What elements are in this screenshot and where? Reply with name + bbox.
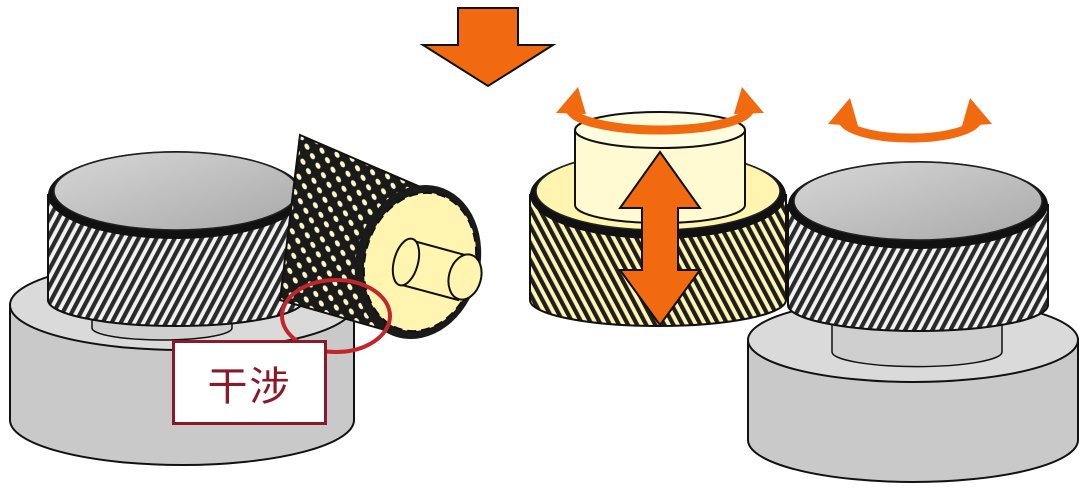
interference-circle [280, 278, 392, 354]
double-vertical-arrow-icon [618, 150, 702, 327]
interference-label: 干涉 [207, 363, 292, 410]
rotation-arrow-icon [828, 98, 992, 143]
left-work-gear [47, 151, 305, 327]
right-work-gear [787, 161, 1049, 332]
rotation-arrow-icon [556, 87, 764, 135]
interference-label-box: 干涉 [172, 340, 327, 425]
down-arrow-icon [419, 7, 557, 88]
